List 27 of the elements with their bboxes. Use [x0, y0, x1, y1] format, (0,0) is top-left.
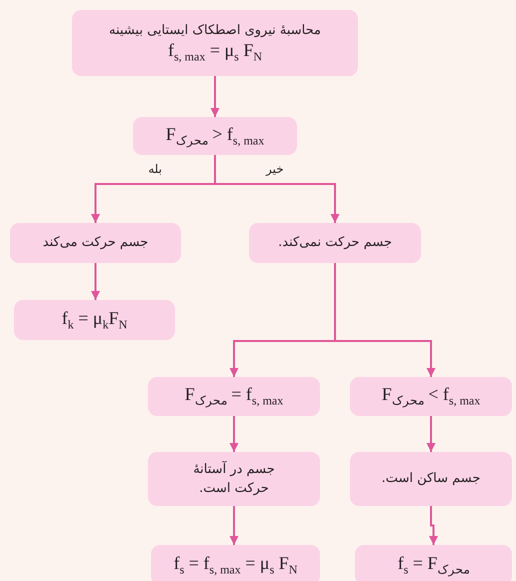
box-text: جسم ساکن است. [382, 470, 480, 488]
formula-text: f$_{k}$ = μ$_{k}$F$_{N}$ [62, 308, 128, 332]
arrow [230, 506, 238, 545]
process-box [148, 377, 320, 416]
arrow [91, 263, 100, 300]
process-box [72, 10, 358, 76]
box-text: جسم در آستانهٔ حرکت است. [192, 460, 276, 498]
process-box [249, 223, 421, 263]
box-text: محاسبهٔ نیروی اصطکاک ایستایی بیشینه [108, 22, 321, 40]
arrow [426, 416, 436, 452]
formula-text: f$_{s, max}$ = μ$_{s}$ F$_{N}$ [168, 40, 262, 66]
process-box [148, 452, 320, 506]
arrow [429, 506, 438, 545]
arrow [210, 76, 220, 117]
process-box [14, 300, 175, 340]
edge-label: بله [146, 162, 164, 176]
process-box [133, 117, 297, 155]
arrow [334, 263, 436, 377]
arrow [230, 416, 238, 452]
process-box [10, 223, 181, 263]
box-text: جسم حرکت نمی‌کند. [278, 234, 392, 252]
formula-text: f$_{s}$ = f$_{s, max}$ = μ$_{s}$ F$_{N}$ [174, 552, 298, 578]
process-box [355, 545, 512, 581]
process-box [350, 377, 512, 416]
process-box [350, 452, 512, 506]
box-text: جسم حرکت می‌کند [42, 234, 148, 252]
process-box [151, 545, 320, 581]
